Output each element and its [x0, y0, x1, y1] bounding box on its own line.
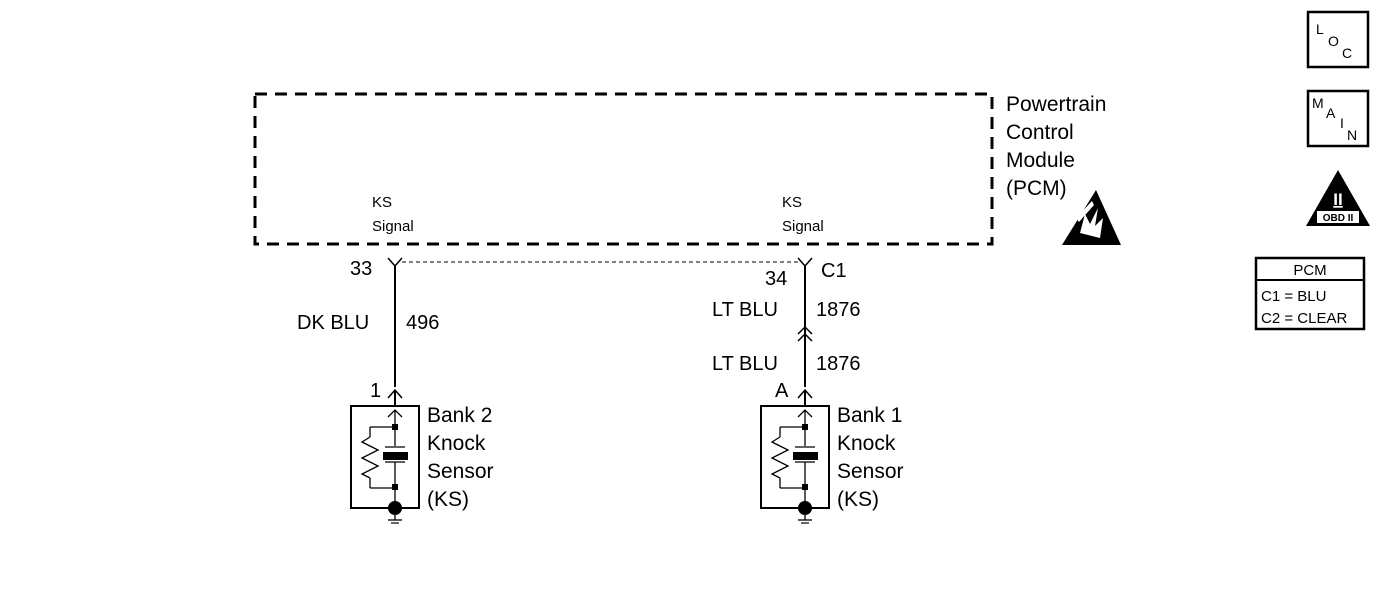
left-circuit-number: 496	[406, 312, 439, 334]
right-upper-circuit-number: 1876	[816, 299, 861, 321]
right-ks-label: KS	[782, 194, 802, 211]
pcm-legend-row-1: C1 = BLU	[1261, 288, 1326, 305]
pcm-name-line-3: Module	[1006, 149, 1075, 172]
left-signal-label: Signal	[372, 218, 414, 235]
left-sensor-line-1: Bank 2	[427, 404, 492, 427]
obd-ii-icon[interactable]: II OBD II	[1306, 170, 1370, 226]
left-circuit	[387, 257, 403, 406]
left-pcm-pin: 33	[350, 258, 372, 280]
main-letter-a: A	[1326, 105, 1336, 121]
right-upper-wire-color: LT BLU	[712, 299, 778, 321]
right-sensor-pin: A	[775, 380, 789, 402]
main-letter-n: N	[1347, 127, 1357, 143]
right-connector-label: C1	[821, 260, 847, 282]
bank-1-knock-sensor-symbol	[760, 405, 830, 509]
left-sensor-line-4: (KS)	[427, 488, 469, 511]
left-sensor-line-3: Sensor	[427, 460, 494, 483]
main-letter-m: M	[1312, 95, 1324, 111]
pcm-name-line-1: Powertrain	[1006, 93, 1106, 116]
right-ground-icon	[798, 501, 812, 524]
left-ks-label: KS	[372, 194, 392, 211]
right-sensor-line-2: Knock	[837, 432, 896, 455]
right-pcm-pin: 34	[765, 268, 787, 290]
bank-2-knock-sensor-symbol	[350, 405, 420, 509]
obd-label: OBD II	[1323, 213, 1354, 224]
pcm-name-line-2: Control	[1006, 121, 1074, 144]
left-sensor-line-2: Knock	[427, 432, 486, 455]
loc-letter-o: O	[1328, 33, 1339, 49]
pcm-connector-legend: PCM C1 = BLU C2 = CLEAR	[1254, 256, 1366, 331]
pcm-module-outline	[253, 92, 994, 246]
pcm-legend-row-2: C2 = CLEAR	[1261, 310, 1347, 327]
left-ground-icon	[388, 501, 402, 524]
loc-letter-c: C	[1342, 45, 1352, 61]
right-sensor-line-3: Sensor	[837, 460, 904, 483]
loc-letter-l: L	[1316, 21, 1324, 37]
main-icon[interactable]: M A I N	[1306, 89, 1370, 148]
left-wire-color: DK BLU	[297, 312, 369, 334]
left-sensor-pin: 1	[370, 380, 381, 402]
right-circuit	[797, 257, 813, 406]
esd-warning-icon	[1062, 190, 1121, 245]
right-sensor-line-1: Bank 1	[837, 404, 902, 427]
obd-numeral: II	[1333, 190, 1342, 209]
right-lower-wire-color: LT BLU	[712, 353, 778, 375]
pcm-legend-title: PCM	[1293, 262, 1326, 279]
loc-icon[interactable]: L O C	[1306, 10, 1370, 69]
main-letter-i: I	[1340, 115, 1344, 131]
right-signal-label: Signal	[782, 218, 824, 235]
right-lower-circuit-number: 1876	[816, 353, 861, 375]
right-sensor-line-4: (KS)	[837, 488, 879, 511]
pcm-name-line-4: (PCM)	[1006, 177, 1067, 200]
